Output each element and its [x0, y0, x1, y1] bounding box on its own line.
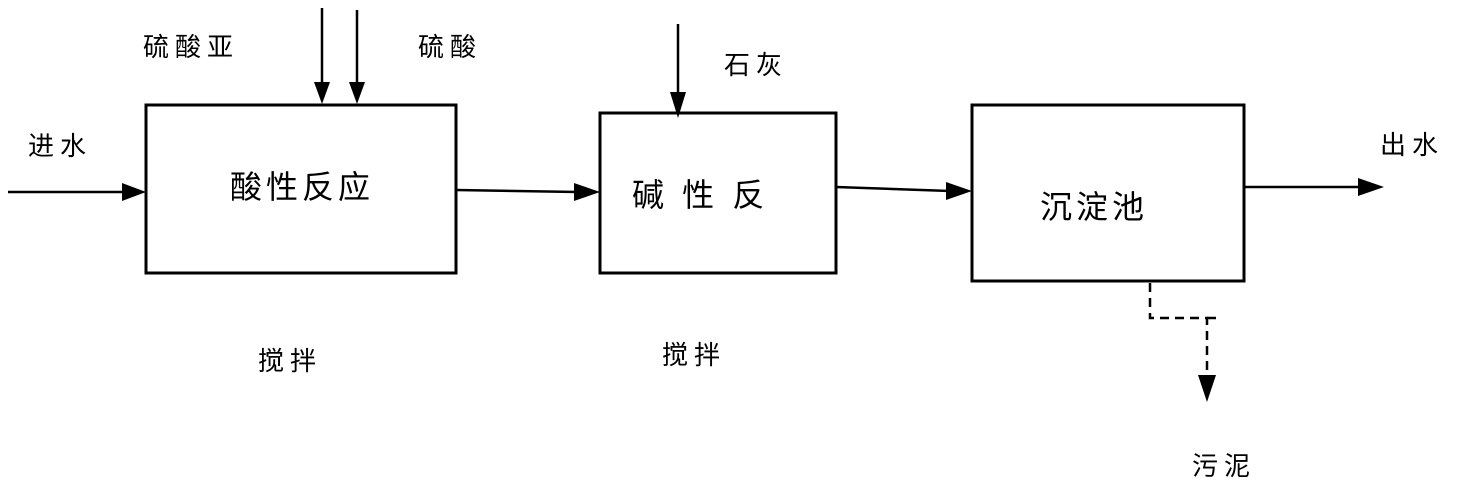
- inlet-arrow-head: [122, 183, 146, 201]
- outlet-arrow-head: [1358, 178, 1384, 196]
- sedimentation-tank-label: 沉淀池: [1040, 188, 1148, 226]
- alkaline-to-tank-arrow-head: [946, 182, 972, 200]
- outlet-water-label: 出水: [1380, 131, 1444, 161]
- stirring-note-1: 搅拌: [258, 347, 322, 377]
- lime-arrow-head: [670, 92, 686, 118]
- acid-to-alkaline-arrow-shaft: [455, 188, 579, 194]
- acid-reaction-label: 酸性反应: [230, 168, 374, 206]
- lime-label: 石灰: [724, 51, 788, 81]
- sludge-dashed-path: [1148, 283, 1209, 375]
- inlet-water-label: 进水: [28, 132, 92, 162]
- sulfurous-acid-arrow-head: [314, 82, 330, 104]
- sludge-arrow-head: [1198, 375, 1216, 402]
- sulfuric-acid-label: 硫酸: [418, 33, 482, 63]
- sedimentation-tank-box: [970, 103, 1246, 283]
- acid-reaction-box: [144, 103, 458, 275]
- stirring-note-2: 搅拌: [662, 341, 726, 371]
- sludge-label: 污泥: [1192, 452, 1256, 482]
- alkaline-reaction-box: [598, 111, 838, 275]
- sulfuric-acid-arrow-head: [349, 82, 365, 104]
- sulfurous-acid-label: 硫酸亚: [143, 33, 239, 63]
- alkaline-reaction-label: 碱 性 反: [632, 176, 768, 214]
- alkaline-to-tank-arrow-shaft: [835, 185, 951, 193]
- acid-to-alkaline-arrow-head: [574, 183, 600, 201]
